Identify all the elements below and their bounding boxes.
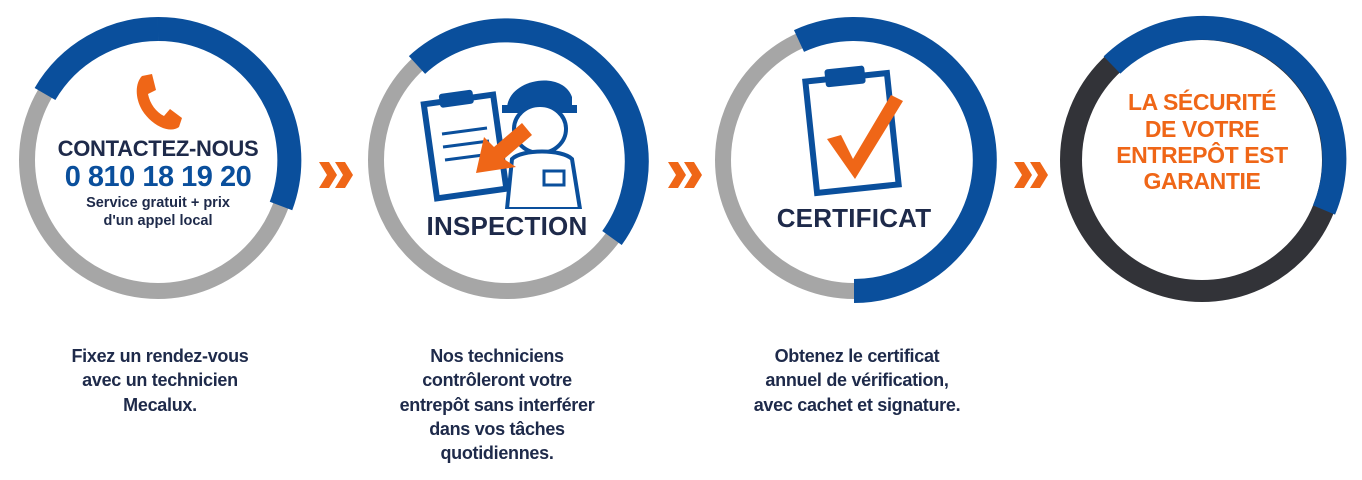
step-contact: CONTACTEZ-NOUS 0 810 18 19 20 Service gr… (8, 10, 308, 310)
contact-title: CONTACTEZ-NOUS (57, 135, 259, 161)
final-content: LA SÉCURITÉ DE VOTRE ENTREPÔT EST GARANT… (1052, 10, 1352, 310)
description-line: contrôleront votre (422, 370, 572, 391)
step-certificat: CERTIFICAT (704, 10, 1004, 310)
inspection-title: INSPECTION (426, 210, 588, 241)
step-inspection: INSPECTION (357, 10, 657, 310)
description-certificat: Obtenez le certificat annuel de vérifica… (712, 344, 1002, 417)
final-line-2: DE VOTRE (1144, 115, 1260, 142)
technician-clipboard-icon (420, 79, 583, 209)
description-line: avec un technicien (82, 370, 238, 391)
final-line-1: LA SÉCURITÉ (1127, 89, 1277, 116)
chevron-right-icon (668, 162, 702, 188)
chevron-right-icon (319, 162, 353, 188)
step-final: LA SÉCURITÉ DE VOTRE ENTREPÔT EST GARANT… (1052, 10, 1352, 310)
phone-icon (136, 73, 182, 130)
description-line: Nos techniciens (430, 346, 564, 366)
certificat-title: CERTIFICAT (776, 202, 932, 233)
contact-content: CONTACTEZ-NOUS 0 810 18 19 20 Service gr… (8, 10, 308, 310)
description-contact: Fixez un rendez-vous avec un technicien … (15, 344, 305, 417)
description-line: annuel de vérification, (765, 370, 949, 391)
chevron-right-icon (1014, 162, 1048, 188)
description-line: quotidiennes. (440, 443, 554, 464)
final-line-4: GARANTIE (1143, 168, 1261, 195)
progress-ring-inspection (368, 18, 649, 299)
description-line: Mecalux. (123, 394, 197, 415)
contact-note-line2: d'un appel local (103, 213, 213, 230)
certificat-content: CERTIFICAT (704, 10, 1004, 310)
description-line: avec cachet et signature. (753, 394, 961, 415)
progress-ring-contact (19, 16, 302, 299)
clipboard-check-icon (802, 65, 903, 196)
progress-ring-certificat (715, 17, 997, 303)
contact-note-line1: Service gratuit + prix (86, 195, 230, 212)
description-line: entrepôt sans interférer (399, 394, 595, 415)
contact-phone[interactable]: 0 810 18 19 20 (64, 160, 252, 193)
description-line: Fixez un rendez-vous (71, 346, 249, 366)
final-line-3: ENTREPÔT EST (1116, 142, 1288, 168)
progress-ring-final (1060, 15, 1347, 302)
inspection-content: INSPECTION (357, 10, 657, 310)
description-inspection: Nos techniciens contrôleront votre entre… (352, 344, 642, 465)
description-line: dans vos tâches (429, 418, 565, 439)
description-line: Obtenez le certificat (774, 346, 940, 366)
